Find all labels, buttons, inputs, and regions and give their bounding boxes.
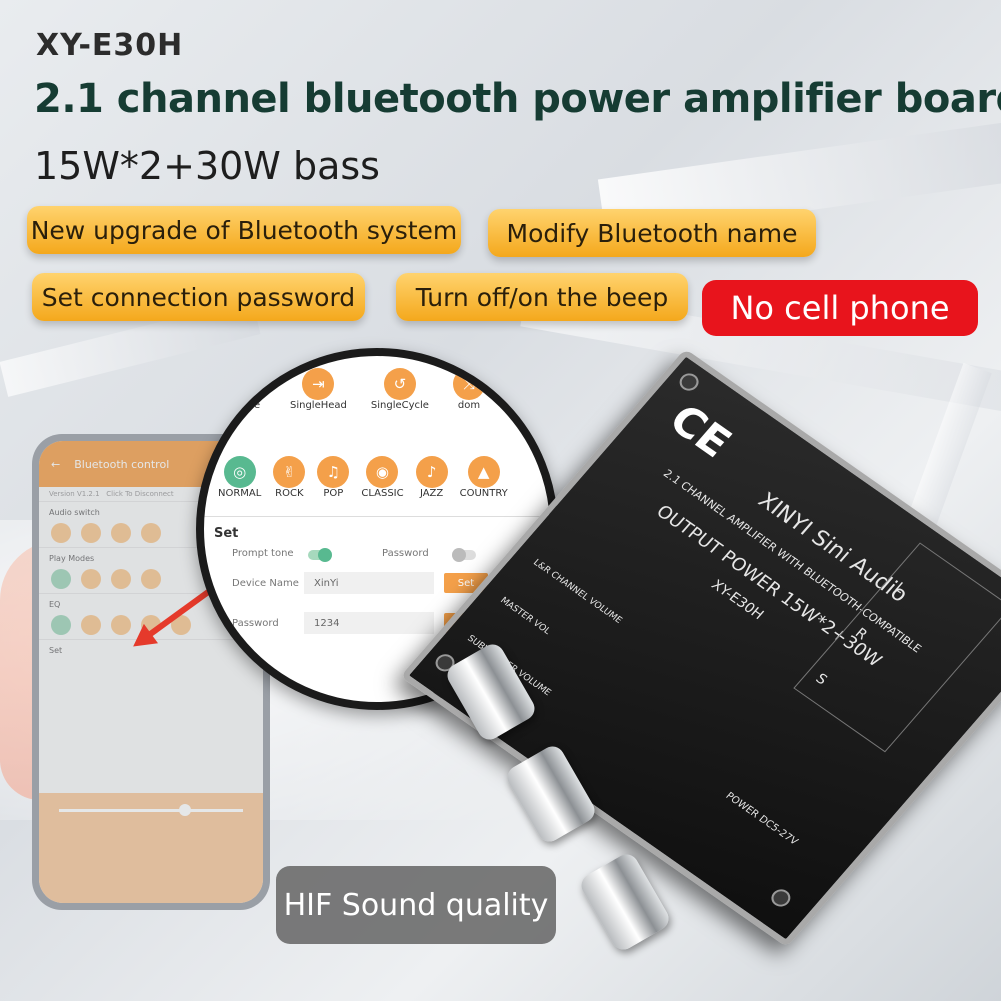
password-label: Password xyxy=(232,618,279,629)
progress-slider[interactable] xyxy=(59,809,243,812)
ce-mark: CE xyxy=(659,395,741,467)
product-subtitle: 15W*2+30W bass xyxy=(34,144,380,188)
list-cycle-icon[interactable] xyxy=(51,569,71,589)
eq-label: NORMAL xyxy=(218,488,262,499)
mode-item[interactable]: ↺SingleCycle xyxy=(371,368,429,411)
mode-label: ycle xyxy=(239,400,261,411)
single-head-icon: ⇥ xyxy=(302,368,335,400)
single-cycle-icon[interactable] xyxy=(111,569,131,589)
eq-pop-icon: ♫ xyxy=(317,456,350,488)
feature-badge-password: Set connection password xyxy=(32,273,365,321)
eq-item[interactable]: ✌ROCK xyxy=(273,456,306,499)
phone-section-play: Play Modes xyxy=(39,547,263,565)
eq-normal-icon: ◎ xyxy=(223,456,256,488)
eq-label: CLASSIC xyxy=(361,488,404,499)
prompt-tone-label: Prompt tone xyxy=(232,548,294,559)
phone-player xyxy=(39,793,263,903)
single-cycle-icon: ↺ xyxy=(383,368,416,400)
phone-section-eq: EQ xyxy=(39,593,263,611)
eq-item[interactable]: ♫POP xyxy=(317,456,350,499)
terminal-r: R xyxy=(851,625,871,644)
eq-item[interactable]: ◉CLASSIC xyxy=(361,456,404,499)
eq-item[interactable]: ♪JAZZ xyxy=(415,456,448,499)
set-section-title: Set xyxy=(214,526,239,541)
fm-icon[interactable] xyxy=(51,523,71,543)
speaker-terminal: L R S xyxy=(793,542,1001,753)
eq-row: ◎NORMAL ✌ROCK ♫POP ◉CLASSIC ♪JAZZ ▲COUNT… xyxy=(218,456,508,499)
phone-version: Version V1.2.1 xyxy=(49,490,100,498)
eq-pop-icon[interactable] xyxy=(111,615,131,635)
phone-disconnect-link[interactable]: Click To Disconnect xyxy=(106,490,174,498)
random-icon[interactable] xyxy=(141,569,161,589)
eq-item[interactable]: ▲COUNTRY xyxy=(460,456,508,499)
product-title: 2.1 channel bluetooth power amplifier bo… xyxy=(34,76,1001,122)
volume-knob-subwoofer[interactable] xyxy=(577,850,673,954)
feature-badge-upgrade: New upgrade of Bluetooth system xyxy=(27,206,461,254)
password-field[interactable]: 1234 xyxy=(304,612,434,634)
eq-label: POP xyxy=(323,488,344,499)
screw xyxy=(675,370,703,395)
knob-label-lr: L&R CHANNEL VOLUME xyxy=(530,557,624,626)
back-arrow-icon[interactable]: ← xyxy=(51,457,61,471)
eq-rock-icon: ✌ xyxy=(273,456,306,488)
eq-item[interactable]: ◎NORMAL xyxy=(218,456,261,499)
phone-play-icons xyxy=(39,565,263,593)
phone-section-audio: Audio switch xyxy=(39,501,263,519)
sound-quality-badge: HIF Sound quality xyxy=(276,866,556,944)
feature-badge-rename: Modify Bluetooth name xyxy=(488,209,816,257)
play-mode-row: ↻ycle ⇥SingleHead ↺SingleCycle ⤨dom xyxy=(234,368,485,411)
usb-icon[interactable] xyxy=(81,523,101,543)
password-toggle-label: Password xyxy=(382,548,429,559)
mode-item[interactable]: ↻ycle xyxy=(234,368,266,411)
phone-app-title: Bluetooth control xyxy=(74,457,170,471)
eq-label: COUNTRY xyxy=(459,488,508,499)
phone-version-row: Version V1.2.1 Click To Disconnect xyxy=(39,487,263,501)
mode-label: SingleHead xyxy=(290,400,347,411)
mode-item[interactable]: ⤨dom xyxy=(452,368,485,411)
single-head-icon[interactable] xyxy=(81,569,101,589)
eq-jazz-icon: ♪ xyxy=(415,456,448,488)
bt-icon[interactable] xyxy=(111,523,131,543)
eq-country-icon: ▲ xyxy=(467,456,500,488)
terminal-l: L xyxy=(891,579,909,597)
eq-label: JAZZ xyxy=(419,488,444,499)
eq-label: ROCK xyxy=(275,488,304,499)
no-cell-phone-badge: No cell phone xyxy=(702,280,978,336)
mode-item[interactable]: ⇥SingleHead xyxy=(290,368,347,411)
audio-cable-icon[interactable] xyxy=(141,523,161,543)
eq-rock-icon[interactable] xyxy=(81,615,101,635)
slider-handle[interactable] xyxy=(179,804,191,816)
knob-label-master: MASTER VOL xyxy=(497,595,553,637)
mode-label: dom xyxy=(457,400,481,411)
feature-badge-beep: Turn off/on the beep xyxy=(396,273,688,321)
phone-audio-icons xyxy=(39,519,263,547)
random-icon: ⤨ xyxy=(452,368,485,400)
screw xyxy=(767,885,795,910)
cycle-icon: ↻ xyxy=(234,368,266,400)
prompt-tone-toggle[interactable] xyxy=(308,548,332,562)
power-label: POWER DC5-27V xyxy=(723,790,800,848)
password-toggle[interactable] xyxy=(452,548,476,562)
divider xyxy=(204,516,550,517)
eq-jazz-icon[interactable] xyxy=(171,615,191,635)
device-name-field[interactable]: XinYi xyxy=(304,572,434,594)
product-model: XY-E30H xyxy=(36,28,184,63)
terminal-s: S xyxy=(812,670,831,689)
device-name-label: Device Name xyxy=(232,578,299,589)
eq-classic-icon: ◉ xyxy=(366,456,399,488)
eq-normal-icon[interactable] xyxy=(51,615,71,635)
mode-label: SingleCycle xyxy=(370,400,429,411)
